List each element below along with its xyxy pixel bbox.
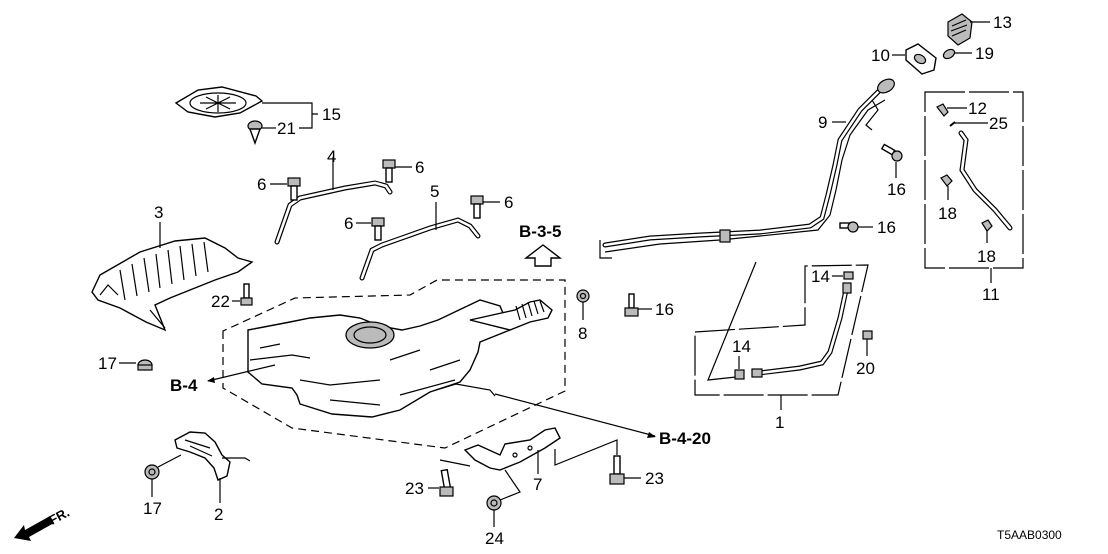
part-24-nut[interactable] [486, 495, 502, 511]
callout-18a: 18 [938, 204, 957, 223]
leader-23-group [439, 439, 618, 467]
callout-16a: 16 [655, 300, 674, 319]
part-6-bolt-b[interactable] [382, 159, 396, 183]
callout-23b: 23 [645, 469, 664, 488]
part-3-heat-shield[interactable] [91, 237, 254, 332]
vent-hose [435, 383, 496, 397]
callout-19: 19 [975, 44, 994, 63]
callout-8: 8 [578, 324, 587, 343]
callout-16b: 16 [887, 180, 906, 199]
part-5-tank-strap[interactable] [359, 217, 481, 281]
part-21-trim-clip[interactable] [247, 120, 263, 146]
part-18-clip-b[interactable] [981, 219, 993, 232]
part-14-hose-clip-a[interactable] [843, 271, 854, 280]
part-10-filler-base[interactable] [905, 43, 937, 75]
part-6-bolt-d[interactable] [470, 195, 484, 219]
breather-tube[interactable] [958, 130, 1013, 231]
callout-10: 10 [871, 46, 890, 65]
leader-24-part [499, 469, 521, 501]
callout-3: 3 [154, 203, 163, 222]
part-6-bolt-a[interactable] [287, 177, 301, 201]
callout-21: 21 [277, 119, 296, 138]
leader-b-4-20 [494, 393, 656, 437]
callout-6b: 6 [415, 158, 424, 177]
part-16-bolt-c[interactable] [839, 221, 859, 233]
callout-11: 11 [982, 285, 1000, 304]
arrow-head-b-4 [207, 377, 215, 383]
fuel-tank[interactable] [247, 299, 511, 418]
vent-pipe[interactable] [751, 282, 852, 378]
leader-15 [262, 102, 318, 129]
part-17-nut-a[interactable] [137, 359, 153, 371]
callout-25: 25 [989, 114, 1008, 133]
part-12-clip[interactable] [936, 103, 949, 117]
callout-14a: 14 [811, 267, 830, 286]
callout-6d: 6 [504, 193, 513, 212]
tank-assembly-boundary [222, 279, 566, 449]
callout-4: 4 [327, 147, 336, 166]
part-20-hose-clamp[interactable] [862, 330, 873, 340]
callout-12: 12 [968, 99, 987, 118]
leader-b-4 [207, 364, 276, 382]
arrow-head-b-4-20 [647, 432, 656, 438]
part-2-bracket[interactable] [174, 431, 251, 481]
diagram-code: T5AAB0300 [997, 528, 1062, 542]
callout-18b: 18 [977, 247, 996, 266]
callout-23a: 23 [405, 479, 424, 498]
part-7-tank-bracket[interactable] [463, 427, 561, 471]
part-23-bolt-a[interactable] [439, 468, 454, 497]
part-4-tank-strap[interactable] [274, 180, 393, 245]
filler-neck-hose[interactable] [469, 299, 553, 331]
callout-1: 1 [775, 413, 784, 432]
up-arrow-icon [523, 244, 563, 267]
callout-14b: 14 [732, 337, 751, 356]
callout-17a: 17 [98, 354, 117, 373]
part-14-hose-clip-b[interactable] [734, 369, 745, 380]
ref-b-4-20[interactable]: B-4-20 [659, 429, 711, 448]
part-6-bolt-c[interactable] [371, 217, 385, 241]
ref-b-3-5[interactable]: B-3-5 [519, 222, 562, 241]
callout-2: 2 [214, 505, 223, 524]
front-direction-indicator: FR. [14, 505, 72, 541]
part-8-grommet[interactable] [576, 289, 590, 303]
callout-20: 20 [856, 359, 875, 378]
part-1-boundary [694, 264, 869, 396]
part-15-pump-cover[interactable] [174, 86, 264, 118]
part-11-boundary [924, 91, 1024, 269]
part-16-bolt-a[interactable] [624, 293, 639, 317]
part-17-nut-b[interactable] [144, 464, 160, 480]
callout-7: 7 [533, 475, 542, 494]
callout-15: 15 [322, 105, 341, 124]
part-19-screw[interactable] [942, 48, 956, 61]
part-18-clip-a[interactable] [940, 174, 953, 187]
callout-17b: 17 [143, 499, 162, 518]
callout-13: 13 [993, 13, 1012, 32]
ref-b-4[interactable]: B-4 [170, 376, 198, 395]
leader-1-pipe [707, 261, 757, 381]
leader-17b-part [157, 454, 182, 468]
callout-5: 5 [430, 182, 439, 201]
callout-6c: 6 [344, 214, 353, 233]
callout-24: 24 [485, 529, 504, 548]
callout-9: 9 [818, 113, 827, 132]
part-9-filler-pipe[interactable] [599, 76, 897, 259]
part-16-bolt-b[interactable] [880, 143, 903, 162]
callout-6a: 6 [257, 175, 266, 194]
part-23-bolt-b[interactable] [609, 455, 625, 485]
callout-16c: 16 [877, 218, 896, 237]
part-22-bolt[interactable] [240, 283, 253, 306]
part-13-fuel-cap[interactable] [947, 13, 973, 46]
front-arrow-icon [14, 516, 54, 541]
callout-22: 22 [211, 292, 230, 311]
